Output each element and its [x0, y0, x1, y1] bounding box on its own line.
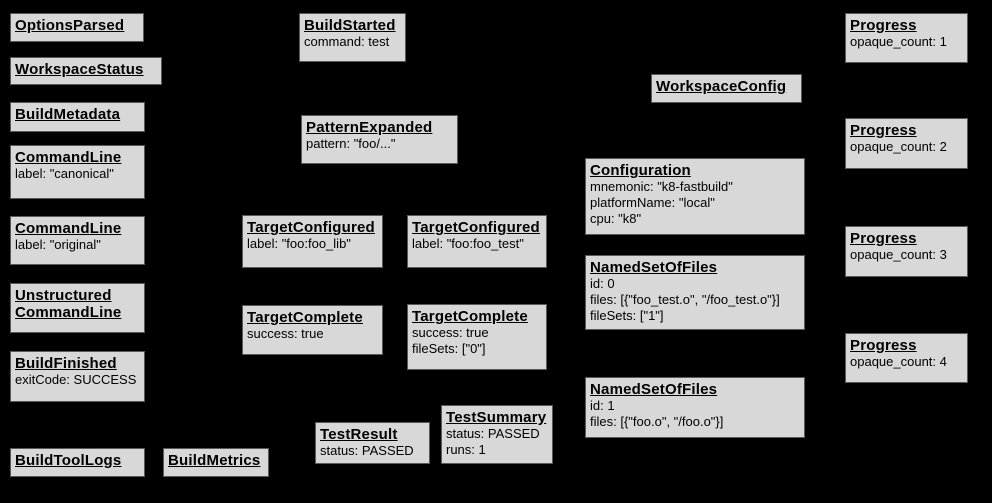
node-title: CommandLine: [15, 220, 122, 237]
node-detail-line: opaque_count: 2: [850, 139, 947, 154]
node-title: OptionsParsed: [15, 17, 125, 34]
node-title: WorkspaceStatus: [15, 61, 144, 78]
event-node-build-metadata: BuildMetadata: [10, 102, 145, 132]
node-detail-line: fileSets: ["1"]: [590, 308, 664, 323]
node-title: NamedSetOfFiles: [590, 381, 718, 398]
node-title: TestResult: [320, 426, 398, 443]
node-title: NamedSetOfFiles: [590, 259, 718, 276]
node-title: TargetConfigured: [412, 219, 540, 236]
node-detail-line: opaque_count: 1: [850, 34, 947, 49]
node-detail-line: cpu: "k8": [590, 211, 642, 226]
node-title: Progress: [850, 337, 917, 354]
node-detail-line: files: [{"foo_test.o", "/foo_test.o"}]: [590, 292, 780, 307]
node-title: Progress: [850, 230, 917, 247]
node-detail-line: opaque_count: 3: [850, 247, 947, 262]
node-title: Unstructured CommandLine: [15, 287, 122, 321]
node-title: WorkspaceConfig: [656, 78, 787, 95]
node-detail-line: id: 1: [590, 398, 615, 413]
node-title: TargetComplete: [247, 309, 363, 326]
node-title: BuildToolLogs: [15, 452, 122, 469]
node-detail-line: label: "original": [15, 237, 101, 252]
node-detail-line: mnemonic: "k8-fastbuild": [590, 179, 733, 194]
node-title: BuildMetadata: [15, 106, 121, 123]
node-title: Progress: [850, 17, 917, 34]
event-node-options-parsed: OptionsParsed: [10, 13, 144, 42]
node-title: CommandLine: [15, 149, 122, 166]
node-detail-line: success: true: [247, 326, 324, 341]
node-title: TestSummary: [446, 409, 547, 426]
node-title: BuildFinished: [15, 355, 117, 372]
node-detail-line: label: "canonical": [15, 166, 114, 181]
node-detail-line: opaque_count: 4: [850, 354, 947, 369]
event-node-unstructured-command-line: Unstructured CommandLine: [10, 283, 145, 333]
node-title: PatternExpanded: [306, 119, 433, 136]
node-title: TargetComplete: [412, 308, 528, 325]
node-detail-line: status: PASSED: [446, 426, 540, 441]
node-title: Configuration: [590, 162, 691, 179]
node-detail-line: label: "foo:foo_lib": [247, 236, 351, 251]
node-detail-line: success: true: [412, 325, 489, 340]
node-title: BuildStarted: [304, 17, 396, 34]
node-detail-line: status: PASSED: [320, 443, 414, 458]
node-detail-line: platformName: "local": [590, 195, 715, 210]
node-detail-line: label: "foo:foo_test": [412, 236, 524, 251]
event-node-build-metrics: BuildMetrics: [163, 448, 269, 477]
node-detail-line: command: test: [304, 34, 390, 49]
event-node-workspace-config: WorkspaceConfig: [651, 74, 802, 103]
event-node-workspace-status: WorkspaceStatus: [10, 57, 162, 85]
node-detail-line: pattern: "foo/...": [306, 136, 396, 151]
node-detail-line: runs: 1: [446, 442, 486, 457]
node-detail-line: fileSets: ["0"]: [412, 341, 486, 356]
node-detail-line: exitCode: SUCCESS: [15, 372, 137, 387]
node-title: BuildMetrics: [168, 452, 261, 469]
node-title: TargetConfigured: [247, 219, 375, 236]
node-title: Progress: [850, 122, 917, 139]
event-node-build-tool-logs: BuildToolLogs: [10, 448, 145, 477]
node-detail-line: files: [{"foo.o", "/foo.o"}]: [590, 414, 724, 429]
node-detail-line: id: 0: [590, 276, 615, 291]
